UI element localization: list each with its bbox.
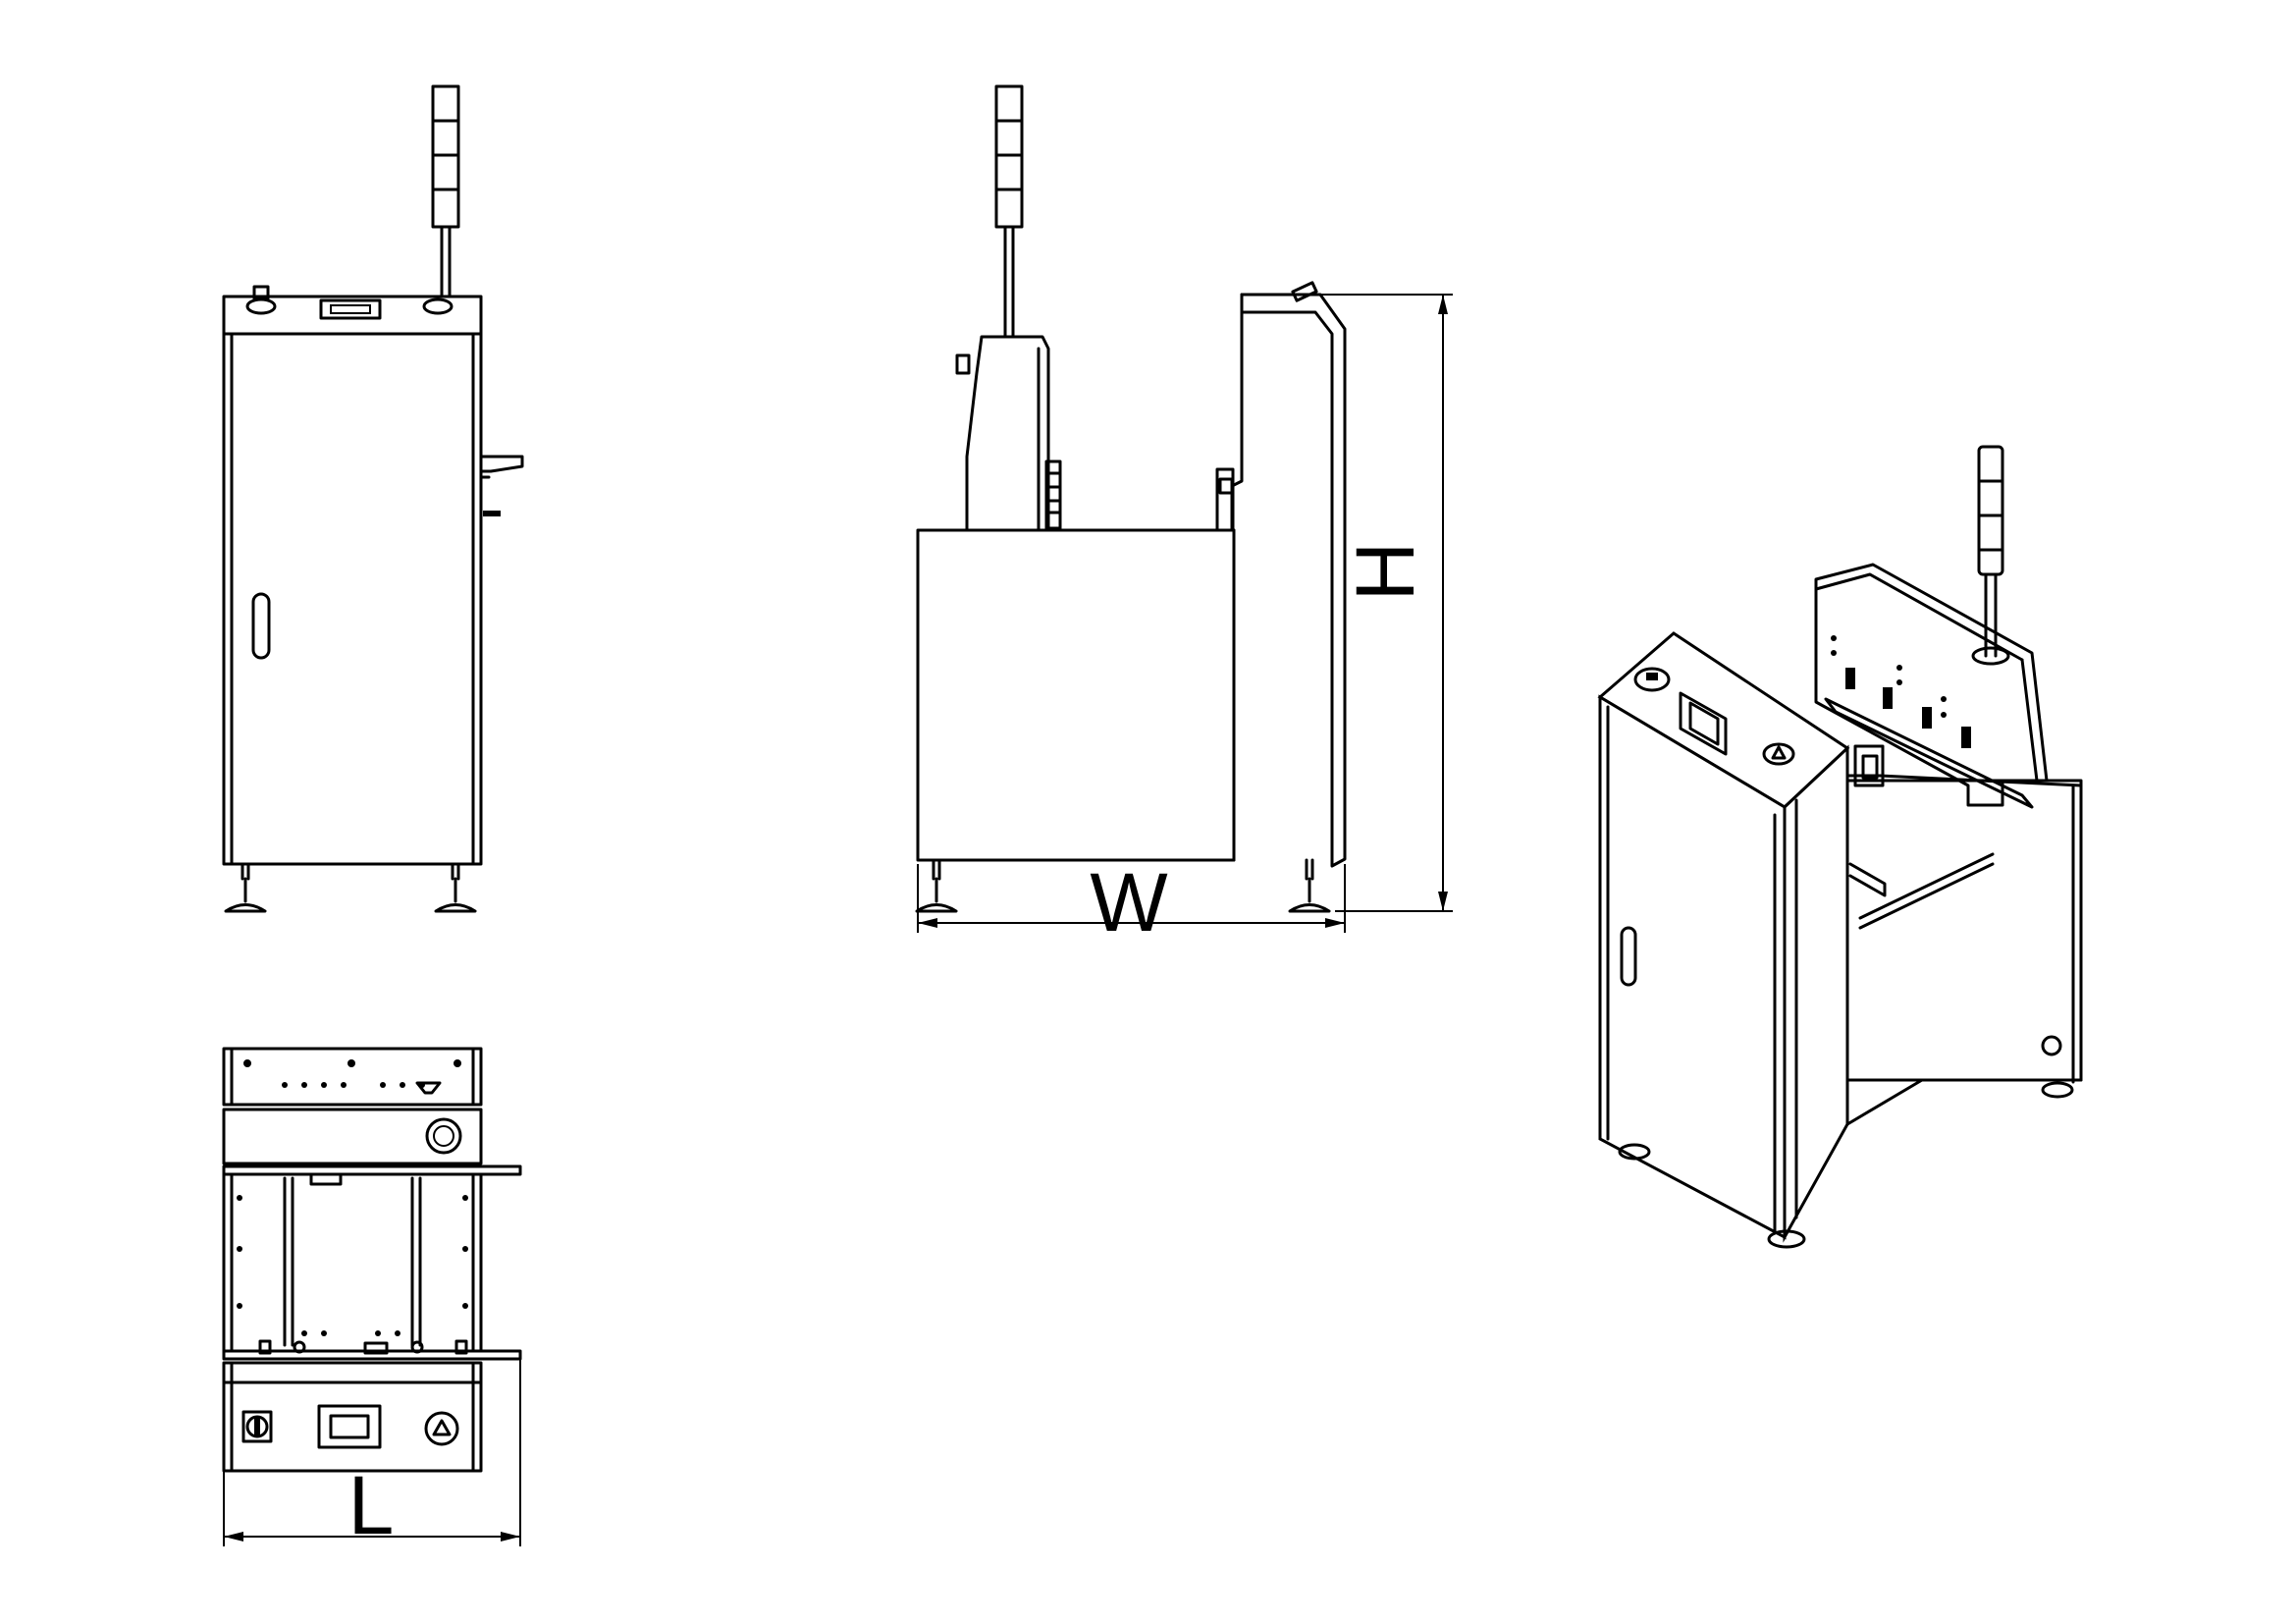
rear-panel bbox=[222, 1047, 483, 1107]
cabinet-body bbox=[222, 332, 483, 866]
knob-icon bbox=[245, 285, 277, 315]
leveling-foot bbox=[1288, 858, 1331, 913]
width-dimension: W bbox=[917, 856, 1346, 948]
rear-tower bbox=[1814, 563, 2049, 897]
leveling-foot bbox=[224, 862, 267, 913]
middle-bar bbox=[222, 1108, 483, 1165]
open-frame bbox=[222, 1172, 483, 1353]
isometric-view bbox=[1597, 445, 2083, 1249]
leveling-foot bbox=[1767, 1229, 1806, 1249]
door-handle bbox=[1620, 926, 1637, 987]
leveling-foot bbox=[434, 862, 477, 913]
side-view bbox=[222, 84, 524, 913]
tower-base-icon bbox=[422, 298, 454, 315]
width-label: W bbox=[1090, 856, 1167, 948]
control-panel bbox=[222, 1361, 483, 1473]
touch-screen bbox=[1679, 691, 1728, 756]
conveyor-bracket bbox=[479, 455, 524, 516]
reset-knob-icon bbox=[425, 1117, 462, 1155]
emergency-button-icon bbox=[1762, 742, 1795, 766]
keyhole-icon bbox=[2041, 1035, 2062, 1056]
leveling-foot bbox=[1618, 1143, 1651, 1161]
front-view: W H bbox=[915, 84, 1453, 948]
signal-tower bbox=[431, 84, 460, 298]
top-view: L bbox=[222, 1047, 522, 1551]
leveling-foot bbox=[915, 858, 958, 913]
power-switch-icon bbox=[1633, 667, 1671, 692]
top-panel bbox=[222, 295, 483, 336]
length-dimension: L bbox=[223, 1359, 521, 1551]
leveling-foot bbox=[2041, 1081, 2074, 1099]
height-label: H bbox=[1339, 542, 1431, 602]
conveyor-rail bbox=[222, 1349, 522, 1361]
power-switch-icon bbox=[241, 1410, 273, 1443]
touch-screen bbox=[317, 1404, 382, 1449]
control-tower bbox=[1215, 281, 1347, 868]
signal-tower bbox=[1971, 445, 2010, 666]
signal-tower bbox=[994, 84, 1024, 339]
display-screen bbox=[319, 298, 382, 320]
height-dimension: H bbox=[1320, 294, 1453, 912]
control-cabinet bbox=[1597, 631, 2062, 1243]
machine-body bbox=[916, 528, 1236, 862]
pusher-housing bbox=[955, 335, 1062, 532]
length-label: L bbox=[348, 1459, 395, 1551]
door-handle bbox=[251, 592, 271, 660]
emergency-button-icon bbox=[424, 1411, 459, 1446]
